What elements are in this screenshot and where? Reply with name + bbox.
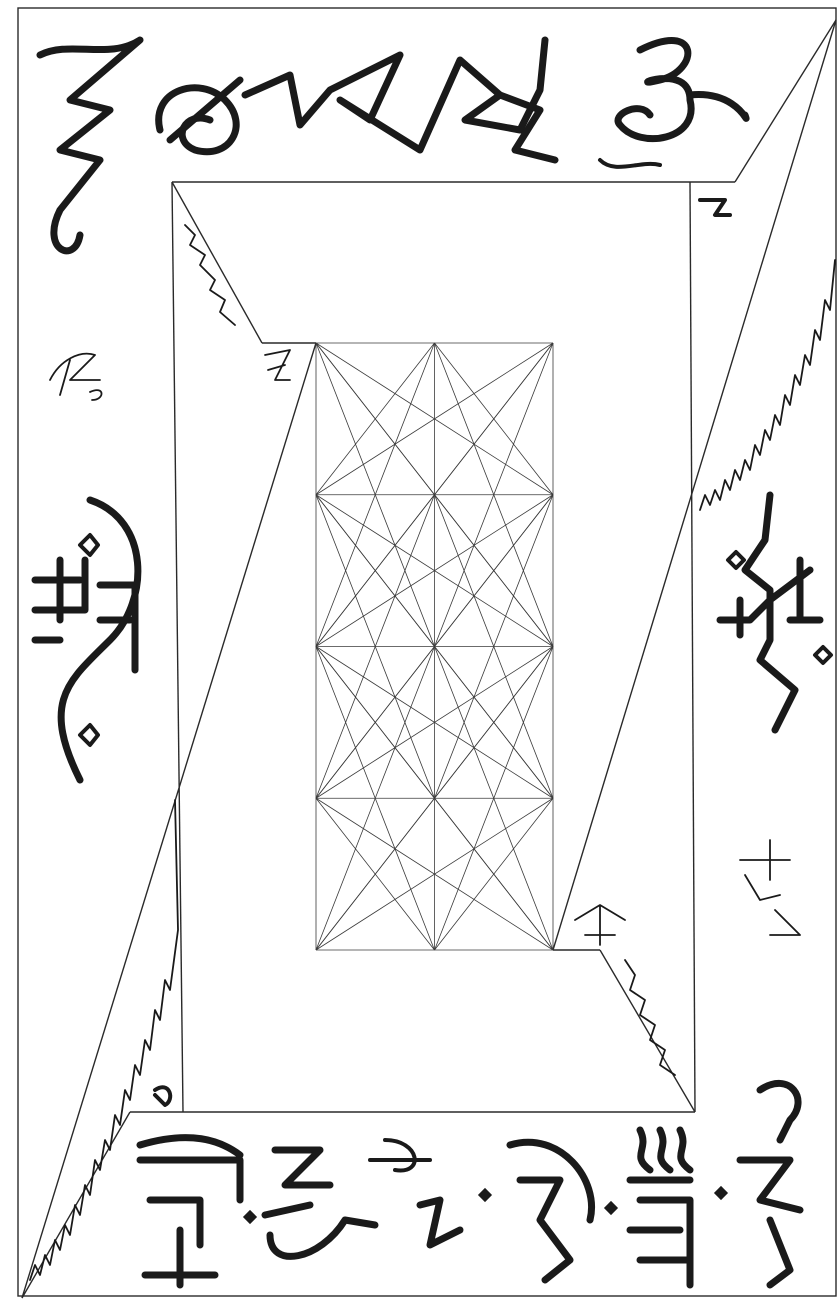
right-sigils <box>265 200 831 945</box>
bottom-sigil-banner <box>140 1083 800 1285</box>
central-lattice <box>316 343 553 950</box>
top-sigil-banner <box>40 40 746 251</box>
inner-frame <box>22 20 836 1298</box>
lower-right-diagonal-script <box>625 960 675 1075</box>
upper-left-diagonal-script <box>185 225 235 325</box>
right-upper-script <box>700 260 835 510</box>
left-lower-script <box>30 800 178 1280</box>
left-sigils <box>35 354 170 1105</box>
